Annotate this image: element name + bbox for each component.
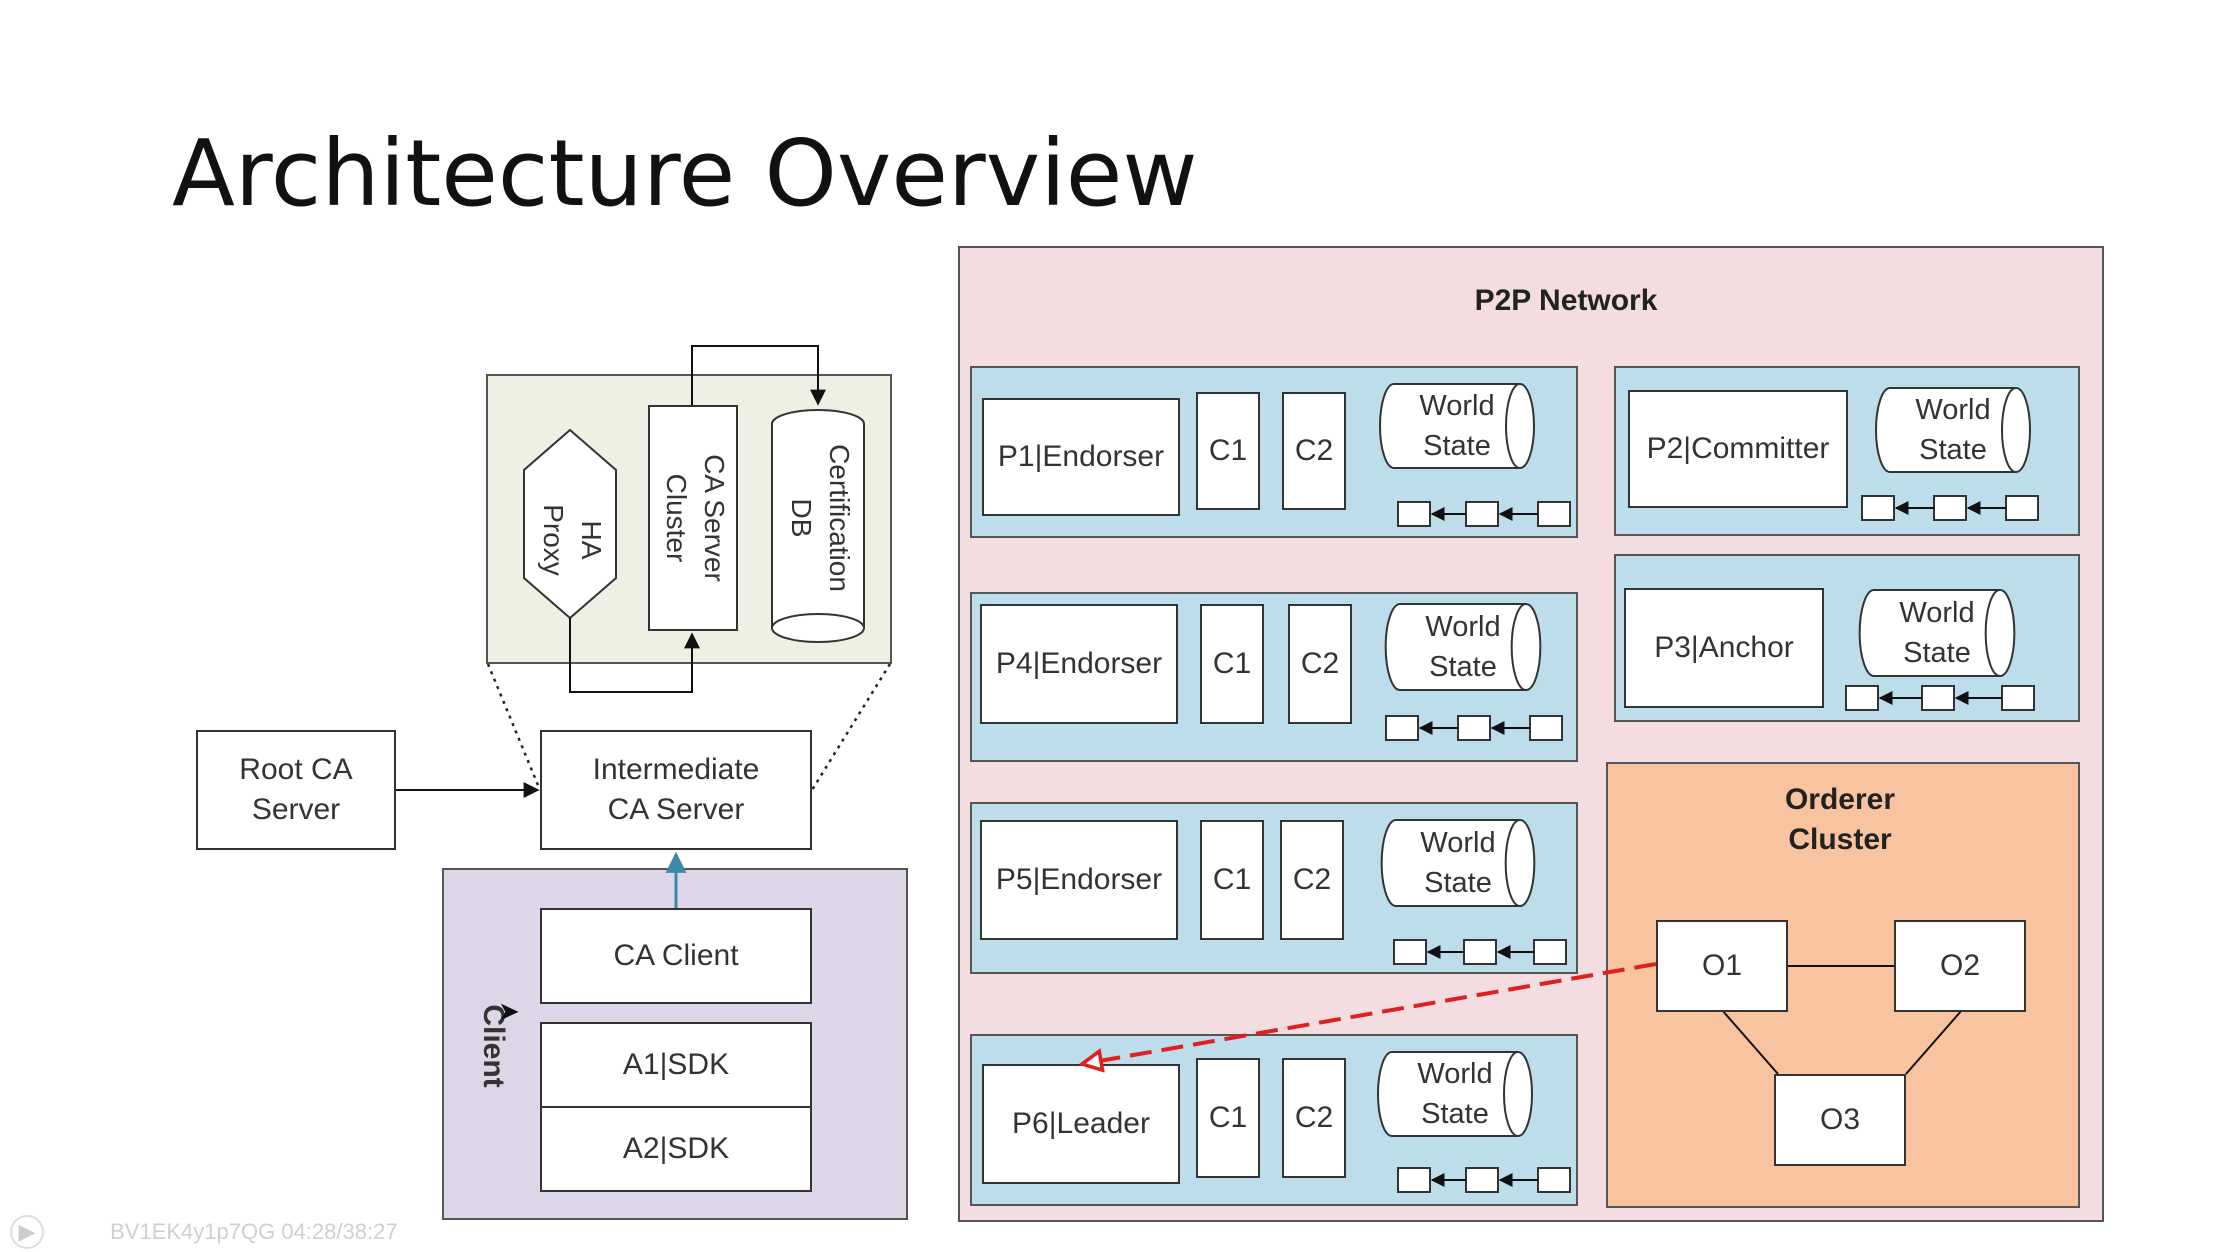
mouse-cursor-icon: ➤ — [498, 996, 520, 1026]
play-icon[interactable]: ▶ — [10, 1215, 44, 1249]
chaincode-c1: C1 — [1196, 392, 1260, 510]
chaincode-c2: C2 — [1282, 392, 1346, 510]
peer-p1-endorser: P1|Endorser — [982, 398, 1180, 516]
peer-p2-committer: P2|Committer — [1628, 390, 1848, 508]
peer-p4-endorser: P4|Endorser — [980, 604, 1178, 724]
chaincode-c2: C2 — [1280, 820, 1344, 940]
world-state-label: World State — [1425, 611, 1501, 683]
chaincode-c1: C1 — [1200, 820, 1264, 940]
intermediate-ca-server: Intermediate CA Server — [540, 730, 812, 850]
peer-p5-endorser: P5|Endorser — [980, 820, 1178, 940]
chaincode-c2: C2 — [1288, 604, 1352, 724]
orderer-o1: O1 — [1656, 920, 1788, 1012]
root-ca-server: Root CA Server — [196, 730, 396, 850]
world-state-label: World State — [1419, 390, 1495, 462]
certification-db-label: Certification DB — [786, 444, 855, 592]
world-state-label: World State — [1417, 1058, 1493, 1130]
player-timestamp: BV1EK4y1p7QG 04:28/38:27 — [110, 1219, 398, 1244]
ca-server-cluster — [648, 405, 738, 631]
world-state-label: World State — [1915, 394, 1991, 466]
peer-p3-anchor: P3|Anchor — [1624, 588, 1824, 708]
sdk-a1-box: A1|SDK — [540, 1022, 812, 1108]
chaincode-c1: C1 — [1200, 604, 1264, 724]
ca-server-cluster-label: CA Server Cluster — [661, 454, 730, 582]
p2p-network-label: P2P Network — [1474, 284, 1658, 317]
peer-p6-leader: P6|Leader — [982, 1064, 1180, 1184]
chaincode-c1: C1 — [1196, 1058, 1260, 1178]
slide-title: Architecture Overview — [172, 120, 1198, 227]
sdk-a2-box: A2|SDK — [540, 1106, 812, 1192]
video-player-controls[interactable]: ▶ BV1EK4y1p7QG 04:28/38:27 — [10, 1215, 398, 1249]
orderer-o2: O2 — [1894, 920, 2026, 1012]
ca-client-box: CA Client — [540, 908, 812, 1004]
orderer-o3: O3 — [1774, 1074, 1906, 1166]
world-state-label: World State — [1420, 827, 1496, 899]
orderer-cluster-label: Orderer Cluster — [1784, 783, 1896, 856]
world-state-label: World State — [1899, 597, 1975, 669]
ha-proxy-label: HA Proxy — [538, 504, 607, 576]
chaincode-c2: C2 — [1282, 1058, 1346, 1178]
